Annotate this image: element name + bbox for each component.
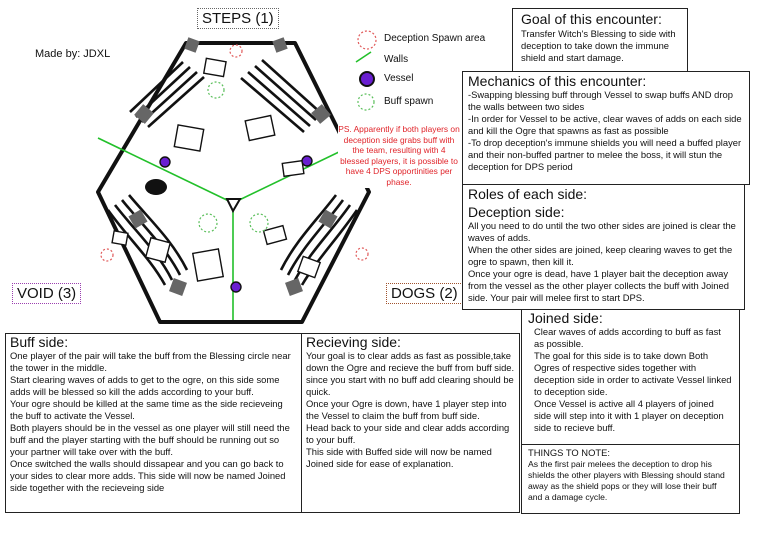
recieving-line: This side with Buffed side will now be n… bbox=[306, 446, 492, 469]
buff-line: Your ogre should be killed at the same t… bbox=[10, 398, 283, 421]
buff-side-box: Buff side: One player of the pair will t… bbox=[5, 333, 302, 513]
mechanics-line: -Swapping blessing buff through Vessel t… bbox=[468, 89, 733, 112]
mechanics-line: -In order for Vessel to be active, clear… bbox=[468, 113, 742, 136]
joined-line: Clear waves of adds according to buff as… bbox=[534, 326, 721, 349]
buff-side-title: Buff side: bbox=[10, 334, 69, 350]
roles-title: Roles of each side: bbox=[468, 186, 588, 202]
void-label: VOID (3) bbox=[12, 283, 82, 304]
recieving-side-title: Recieving side: bbox=[306, 334, 401, 350]
goal-box: Goal of this encounter: Transfer Witch's… bbox=[512, 8, 688, 74]
deception-spawns bbox=[100, 44, 369, 262]
deception-line: When the other sides are joined, keep cl… bbox=[468, 244, 733, 267]
roles-box: Roles of each side: Deception side: All … bbox=[462, 184, 745, 310]
buff-line: One player of the pair will take the buf… bbox=[10, 350, 291, 373]
recieving-line: Head back to your side and clear adds ac… bbox=[306, 422, 510, 445]
recieving-line: Your goal is to clear adds as fast as po… bbox=[306, 350, 515, 373]
gray-blocks bbox=[128, 37, 338, 296]
legend-walls-label: Walls bbox=[384, 54, 409, 65]
author-credit: Made by: JDXL bbox=[35, 48, 111, 60]
joined-title: Joined side: bbox=[528, 310, 603, 326]
buff-spawns bbox=[198, 81, 269, 233]
joined-line: The goal for this side is to take down B… bbox=[534, 350, 732, 397]
recieving-line: since you start with no buff add clearin… bbox=[306, 374, 514, 397]
steps-label: STEPS (1) bbox=[197, 8, 279, 29]
deception-line: Once your ogre is dead, have 1 player ba… bbox=[468, 268, 729, 303]
buff-line: Start clearing waves of adds to get to t… bbox=[10, 374, 280, 397]
mechanics-line: -To drop deception's immune shields you … bbox=[468, 137, 742, 172]
joined-line: Once Vessel is active all 4 players of j… bbox=[534, 398, 724, 433]
legend-walls-symbol bbox=[355, 51, 372, 63]
ps-note: PS. Apparently if both players on decept… bbox=[338, 124, 460, 188]
things-box: THINGS TO NOTE: As the first pair melees… bbox=[521, 444, 740, 514]
dogs-label: DOGS (2) bbox=[386, 283, 463, 304]
deception-line: All you need to do until the two other s… bbox=[468, 220, 736, 243]
recieving-line: Once your Ogre is down, have 1 player st… bbox=[306, 398, 507, 421]
obstacles bbox=[111, 57, 322, 282]
things-title: THINGS TO NOTE: bbox=[528, 447, 610, 458]
deception-side-title: Deception side: bbox=[468, 204, 565, 220]
legend-vessel-label: Vessel bbox=[384, 73, 414, 84]
center-tower bbox=[225, 198, 242, 214]
legend-deception-symbol bbox=[357, 30, 377, 50]
legend-vessel-symbol bbox=[359, 71, 375, 87]
things-body: As the first pair melees the deception t… bbox=[528, 459, 725, 502]
black-blob bbox=[145, 179, 167, 195]
buff-line: Once switched the walls should dissapear… bbox=[10, 458, 286, 493]
legend-buff-symbol bbox=[357, 93, 375, 111]
goal-body: Transfer Witch's Blessing to side with d… bbox=[521, 28, 676, 63]
black-walls bbox=[106, 59, 359, 286]
legend-buff-label: Buff spawn bbox=[384, 96, 434, 107]
joined-box: Joined side: Clear waves of adds accordi… bbox=[521, 309, 740, 445]
legend-deception-label: Deception Spawn area bbox=[384, 33, 486, 44]
goal-title: Goal of this encounter: bbox=[521, 11, 662, 27]
vessels bbox=[159, 155, 313, 293]
mechanics-title: Mechanics of this encounter: bbox=[468, 73, 647, 89]
recieving-side-box: Recieving side: Your goal is to clear ad… bbox=[301, 333, 520, 513]
mechanics-box: Mechanics of this encounter: -Swapping b… bbox=[462, 71, 750, 185]
buff-line: Both players should be in the vessel as … bbox=[10, 422, 290, 457]
